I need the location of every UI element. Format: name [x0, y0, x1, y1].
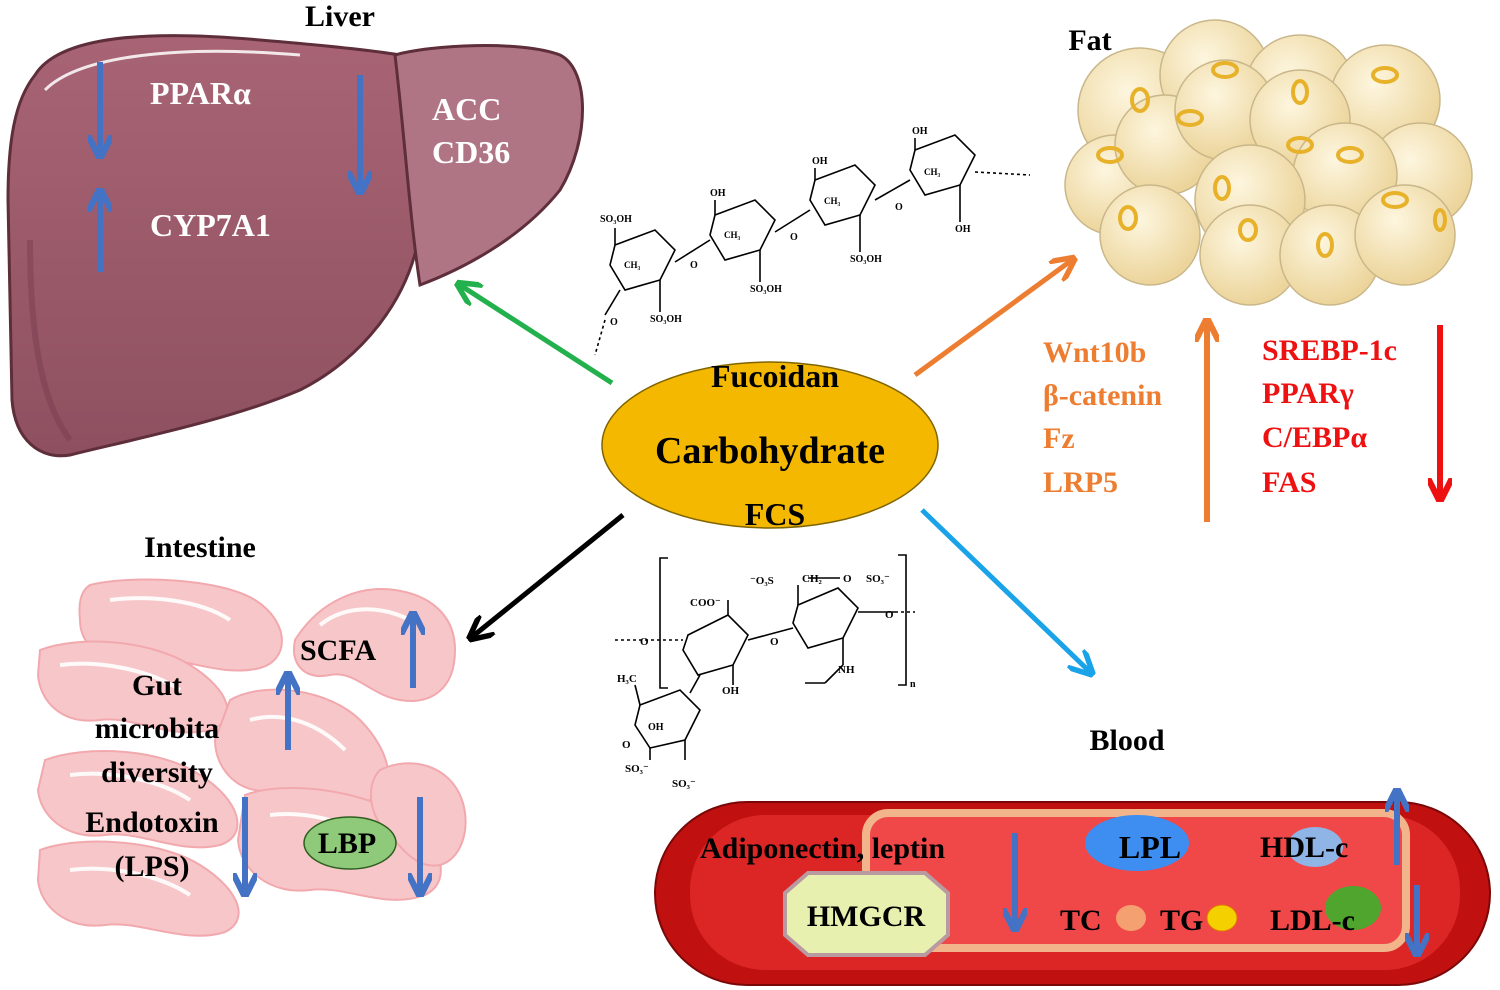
liver-highlight [43, 49, 301, 92]
svg-text:O: O [770, 636, 779, 648]
hdl-blob [1287, 827, 1343, 867]
fat-cell [1099, 184, 1201, 286]
svg-text:H₃C: H₃C [617, 673, 637, 685]
svg-text:CH₃: CH₃ [624, 260, 641, 270]
blood-ldl: LDL-c [1270, 904, 1355, 937]
blood-tg: TG [1160, 904, 1203, 937]
liver-marker-cd36: CD36 [432, 134, 510, 170]
svg-text:SO₃OH: SO₃OH [650, 314, 682, 325]
blood-adipo: Adiponectin, leptin [700, 832, 945, 865]
blood-tc: TC [1060, 904, 1102, 937]
fat-down-marker: PPARγ [1262, 377, 1354, 410]
hmgcr-octagon [783, 871, 950, 957]
intestine-gut-line: diversity [101, 756, 213, 789]
intestine-lbp: LBP [318, 827, 376, 860]
svg-text:SO₃OH: SO₃OH [600, 214, 632, 225]
fcs-structure [615, 554, 915, 760]
fat-up-marker: β-catenin [1043, 379, 1162, 412]
lpl-blob [1085, 815, 1189, 871]
intestine-gut-line: microbita [95, 712, 219, 745]
lbp-ellipse [303, 816, 397, 870]
fat-down-marker: SREBP-1c [1262, 334, 1397, 367]
arrow-to-blood [920, 508, 1090, 672]
tc-dot [1116, 905, 1146, 931]
svg-text:O: O [690, 260, 698, 271]
intestine-gut-line: Gut [132, 669, 182, 702]
fat-up-marker: Wnt10b [1043, 336, 1146, 369]
svg-text:SO₃⁻: SO₃⁻ [866, 573, 890, 585]
svg-text:CH₂: CH₂ [802, 573, 823, 585]
svg-text:n: n [910, 679, 916, 690]
blood-lpl: LPL [1119, 829, 1181, 865]
svg-text:O: O [895, 202, 903, 213]
fat-down-marker: FAS [1262, 466, 1316, 499]
svg-text:SO₃⁻: SO₃⁻ [625, 763, 649, 775]
intestine-title: Intestine [144, 531, 256, 564]
svg-text:CH₃: CH₃ [824, 196, 841, 206]
svg-text:OH: OH [710, 188, 726, 199]
intestine-scfa: SCFA [300, 634, 376, 667]
svg-text:O: O [640, 636, 649, 648]
svg-text:NH: NH [838, 664, 855, 676]
svg-text:OH: OH [812, 156, 828, 167]
fat-down-marker: C/EBPα [1262, 421, 1367, 454]
svg-text:OH: OH [912, 126, 928, 137]
fat-cell [1354, 184, 1456, 286]
liver-side-lobe [393, 44, 584, 288]
fat-up-marker: LRP5 [1043, 466, 1118, 499]
svg-text:COO⁻: COO⁻ [690, 597, 721, 609]
svg-text:SO₃OH: SO₃OH [850, 254, 882, 265]
svg-text:O: O [885, 609, 894, 621]
blood-hdl: HDL-c [1260, 831, 1348, 864]
arrow-to-fat [913, 260, 1072, 378]
fucoidan-groups: SO₃OH SO₃OH SO₃OH SO₃OH OH OH OH OH CH₃ … [600, 126, 971, 328]
arrow-to-liver [460, 285, 614, 386]
hub-fcs: FCS [745, 496, 805, 532]
arrow-to-intestine [472, 513, 625, 637]
hub-ellipse [601, 361, 939, 529]
fat-up-marker: Fz [1043, 422, 1075, 455]
ldl-blob [1325, 886, 1381, 930]
hub-carbohydrate: Carbohydrate [655, 430, 885, 472]
fat-nuclei [1096, 61, 1447, 258]
blood-title: Blood [1089, 724, 1164, 757]
svg-text:OH: OH [955, 224, 971, 235]
tg-dot [1206, 904, 1238, 932]
hub-fucoidan: Fucoidan [711, 358, 839, 394]
liver-marker-acc: ACC [432, 91, 501, 127]
intestine-endotoxin-line: (LPS) [115, 850, 190, 883]
svg-text:SO₃OH: SO₃OH [750, 284, 782, 295]
svg-text:O: O [790, 232, 798, 243]
blood-hmgcr: HMGCR [807, 900, 926, 933]
liver-inner-shade [27, 239, 73, 442]
svg-text:CH₃: CH₃ [724, 230, 741, 240]
svg-text:⁻O₃S: ⁻O₃S [750, 575, 774, 587]
svg-text:O: O [622, 739, 631, 751]
fat-cells [1064, 19, 1473, 306]
svg-text:O: O [843, 573, 852, 585]
liver-marker-cyp7a1: CYP7A1 [150, 207, 271, 243]
svg-text:CH₃: CH₃ [924, 167, 941, 177]
svg-text:SO₃⁻: SO₃⁻ [672, 778, 696, 790]
intestine-endotoxin-line: Endotoxin [85, 806, 219, 839]
svg-text:OH: OH [722, 685, 740, 697]
liver-marker-ppara: PPARα [150, 75, 251, 111]
fcs-groups: ⁻O₃S CH₂ O SO₃⁻ COO⁻ O O OH NH H₃C OH O … [617, 573, 916, 790]
fat-title: Fat [1068, 24, 1111, 57]
svg-text:O: O [610, 317, 618, 328]
fucoidan-structure [594, 134, 1031, 356]
svg-text:OH: OH [648, 722, 664, 733]
liver-title: Liver [305, 0, 375, 33]
